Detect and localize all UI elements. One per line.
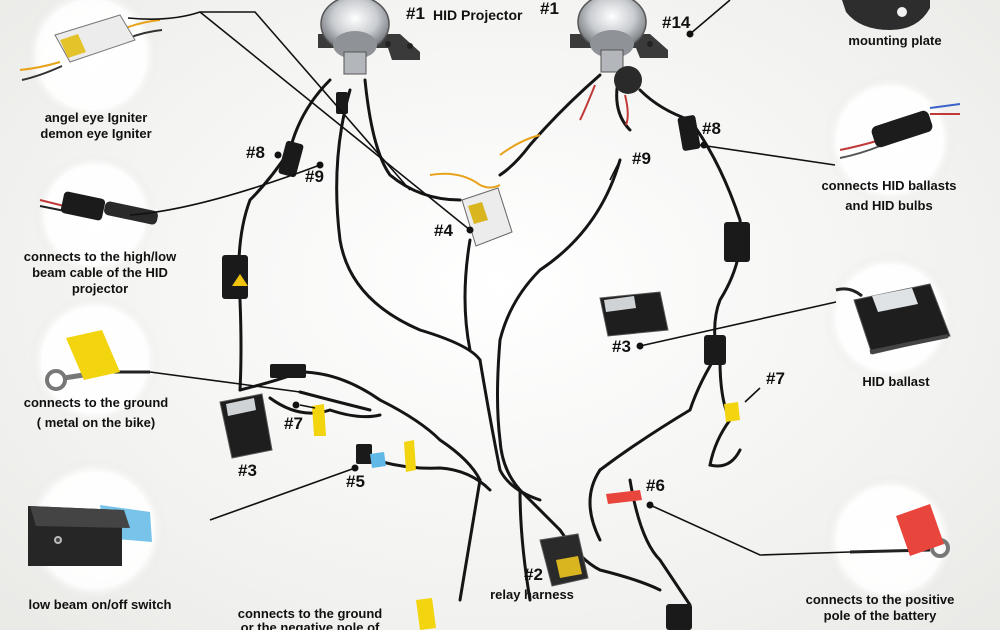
battery-terminal-image — [849, 504, 950, 558]
beam-cable-image — [39, 191, 158, 225]
label-n4: #4 — [434, 221, 453, 240]
wiring — [237, 70, 743, 607]
label-ground-negative: connects to the ground or the negative p… — [237, 606, 383, 630]
label-n14: #14 — [662, 13, 691, 32]
label-n3-left: #3 — [238, 461, 257, 480]
label-n7-left: #7 — [284, 414, 303, 433]
label-beam-cable: connects to the high/low beam cable of t… — [23, 249, 177, 296]
hid-ballast-image — [835, 283, 951, 355]
label-n6: #6 — [646, 476, 665, 495]
label-n3-right: #3 — [612, 337, 631, 356]
projector-right — [570, 0, 668, 73]
ballast-bulb-connector-image — [839, 103, 961, 159]
label-n9-left: #9 — [305, 167, 324, 186]
igniter-wires — [429, 134, 541, 189]
mounting-plate-image — [842, 0, 930, 30]
label-mounting-plate: mounting plate — [848, 33, 942, 48]
red-wires — [579, 84, 629, 126]
relay-module — [539, 533, 589, 587]
label-n8-left: #8 — [246, 143, 265, 162]
label-ballasts-bulbs: connects HID ballasts and HID bulbs — [821, 178, 957, 213]
title-text: HID Projector — [433, 7, 523, 23]
ballast-left — [219, 393, 273, 459]
label-switch: low beam on/off switch — [28, 597, 172, 612]
label-hid-ballast: HID ballast — [862, 374, 930, 389]
label-n2: #2 — [524, 565, 543, 584]
label-igniter: angel eye Igniter demon eye Igniter — [40, 110, 152, 141]
label-n5: #5 — [346, 472, 365, 491]
ground-terminal-image — [45, 330, 150, 391]
wire-tags — [312, 402, 740, 630]
label-relay-harness: relay harness — [490, 587, 574, 602]
label-n7-right: #7 — [766, 369, 785, 388]
igniter-module — [461, 187, 513, 247]
inset-backgrounds — [23, 0, 956, 606]
ballast-right — [599, 291, 669, 337]
title-mark-right: #1 — [540, 0, 559, 18]
label-n8-right: #8 — [702, 119, 721, 138]
title-number: #1 — [406, 4, 425, 23]
projector-left — [318, 0, 420, 75]
leader-dots — [274, 30, 708, 509]
switch-image — [28, 505, 152, 566]
label-ground: connects to the ground ( metal on the bi… — [23, 395, 169, 430]
connectors — [222, 66, 750, 630]
leader-lines — [127, 0, 851, 556]
label-n9-right: #9 — [632, 149, 651, 168]
label-battery-positive: connects to the positive pole of the bat… — [805, 592, 955, 623]
igniter-image — [19, 14, 163, 81]
